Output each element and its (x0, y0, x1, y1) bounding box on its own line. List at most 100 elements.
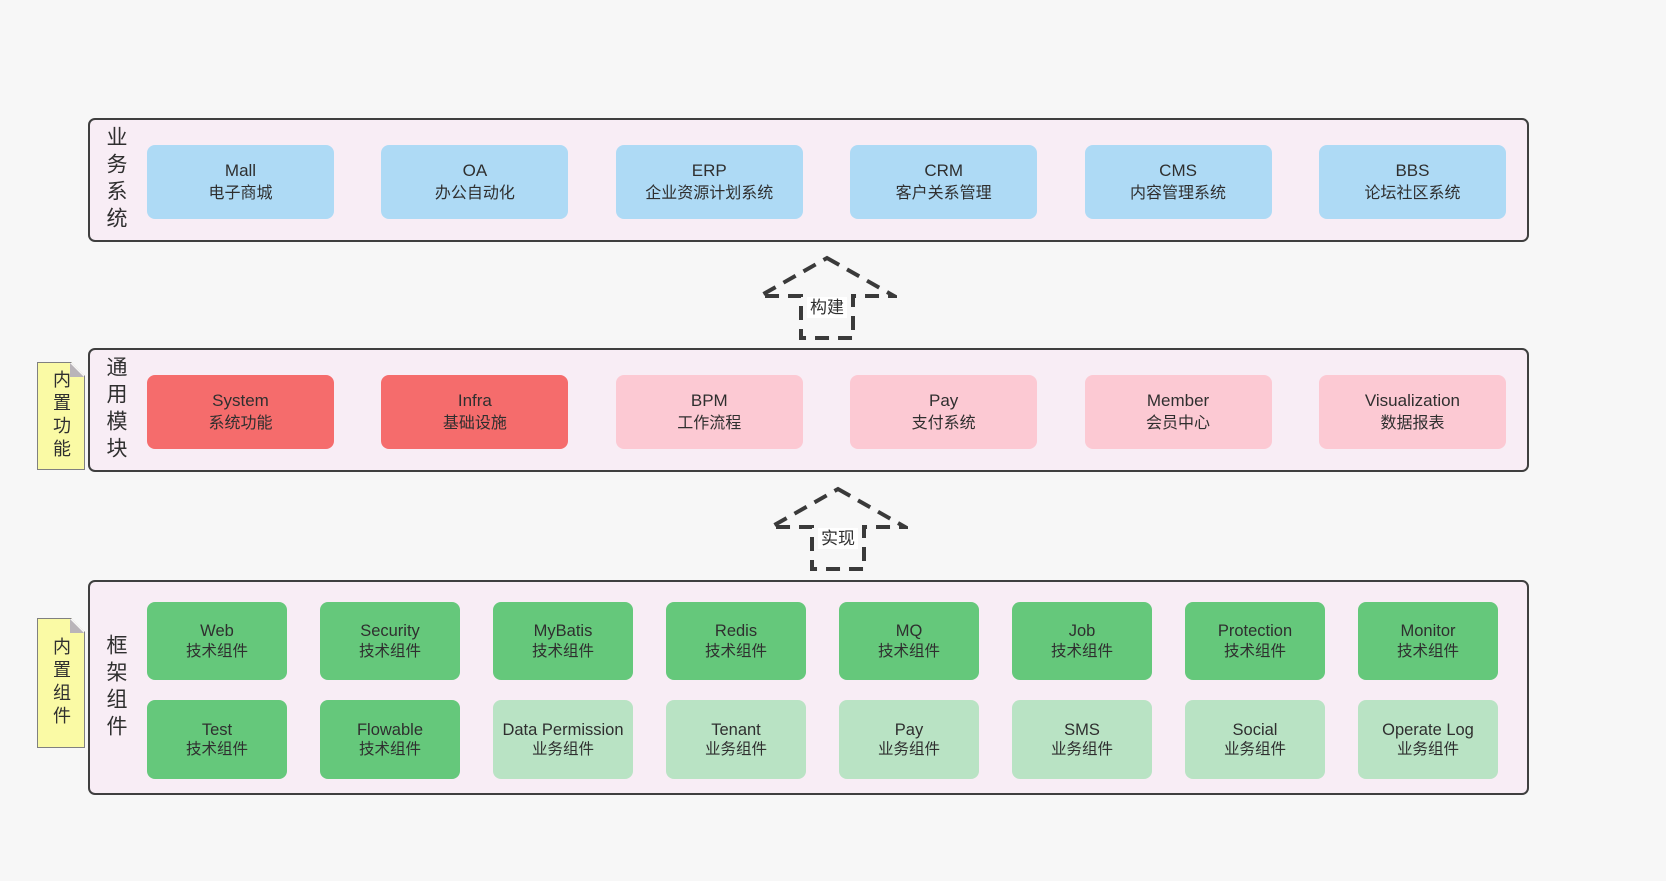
box-monitor: Monitor 技术组件 (1358, 602, 1498, 680)
box-desc: 论坛社区系统 (1364, 184, 1461, 202)
folded-corner-icon (70, 619, 84, 633)
box-system: System 系统功能 (147, 375, 334, 449)
box-desc: 企业资源计划系统 (645, 184, 774, 202)
box-redis: Redis 技术组件 (666, 602, 806, 680)
implement-arrow: 实现 (768, 486, 908, 572)
box-desc: 业务组件 (1396, 741, 1459, 759)
box-name: System (212, 391, 269, 411)
box-protection: Protection 技术组件 (1185, 602, 1325, 680)
box-mq: MQ 技术组件 (839, 602, 979, 680)
box-security: Security 技术组件 (320, 602, 460, 680)
box-web: Web 技术组件 (147, 602, 287, 680)
box-desc: 技术组件 (1050, 642, 1113, 660)
framework-components-row-1: Web 技术组件 Security 技术组件 MyBatis 技术组件 Redi… (147, 602, 1498, 680)
box-name: Pay (929, 391, 959, 411)
common-modules-row: System 系统功能 Infra 基础设施 BPM 工作流程 Pay 支付系统… (147, 375, 1506, 449)
build-arrow-label: 构建 (757, 293, 897, 318)
box-pay-component: Pay 业务组件 (839, 700, 979, 779)
box-name: ERP (691, 161, 727, 181)
box-name: OA (462, 161, 488, 181)
box-tenant: Tenant 业务组件 (666, 700, 806, 779)
box-name: Test (201, 720, 233, 739)
box-name: SMS (1064, 720, 1100, 739)
box-mybatis: MyBatis 技术组件 (493, 602, 633, 680)
box-data-permission: Data Permission 业务组件 (493, 700, 633, 779)
box-member: Member 会员中心 (1084, 375, 1272, 449)
box-desc: 业务组件 (877, 741, 940, 759)
box-desc: 客户关系管理 (895, 184, 992, 202)
box-desc: 业务组件 (1223, 741, 1286, 759)
box-name: CRM (924, 161, 964, 181)
box-visualization: Visualization 数据报表 (1318, 375, 1506, 449)
panel-framework-components: 框架组件 Web 技术组件 Security 技术组件 MyBatis 技术组件… (88, 580, 1529, 795)
box-desc: 技术组件 (185, 741, 248, 759)
box-desc: 电子商城 (208, 184, 273, 202)
box-bpm: BPM 工作流程 (615, 375, 803, 449)
box-desc: 支付系统 (911, 414, 976, 432)
sticky-note-built-in-features: 内置功能 (37, 362, 85, 470)
box-name: Tenant (711, 720, 761, 739)
panel-business-systems-label: 业务系统 (104, 126, 127, 234)
panel-framework-components-label: 框架组件 (104, 633, 127, 742)
box-desc: 业务组件 (704, 741, 767, 759)
box-name: Security (360, 622, 420, 640)
box-name: CMS (1159, 161, 1197, 181)
box-desc: 技术组件 (877, 642, 940, 660)
box-desc: 业务组件 (1050, 741, 1113, 759)
build-arrow: 构建 (757, 255, 897, 341)
box-desc: 工作流程 (677, 414, 742, 432)
box-name: Member (1146, 391, 1210, 411)
box-desc: 基础设施 (442, 414, 507, 432)
box-bbs: BBS 论坛社区系统 (1318, 145, 1506, 219)
box-operate-log: Operate Log 业务组件 (1358, 700, 1498, 779)
box-name: Mall (224, 161, 257, 181)
folded-corner-icon (70, 363, 84, 377)
box-desc: 数据报表 (1380, 414, 1445, 432)
box-name: Visualization (1364, 391, 1461, 411)
box-test: Test 技术组件 (147, 700, 287, 779)
box-erp: ERP 企业资源计划系统 (615, 145, 803, 219)
box-name: Social (1232, 720, 1278, 739)
box-name: Data Permission (502, 720, 624, 739)
box-name: BBS (1395, 161, 1430, 181)
box-name: Flowable (356, 720, 424, 739)
box-name: Pay (894, 720, 924, 739)
box-desc: 系统功能 (208, 414, 273, 432)
box-desc: 技术组件 (1396, 642, 1459, 660)
sticky-note-text: 内置组件 (51, 637, 71, 729)
box-desc: 会员中心 (1146, 414, 1211, 432)
box-desc: 技术组件 (704, 642, 767, 660)
box-flowable: Flowable 技术组件 (320, 700, 460, 779)
box-name: Operate Log (1382, 720, 1474, 739)
panel-business-systems: 业务系统 Mall 电子商城 OA 办公自动化 ERP 企业资源计划系统 CRM… (88, 118, 1529, 242)
box-pay-module: Pay 支付系统 (850, 375, 1038, 449)
box-crm: CRM 客户关系管理 (850, 145, 1038, 219)
box-desc: 技术组件 (358, 642, 421, 660)
box-desc: 业务组件 (531, 741, 594, 759)
dashed-up-arrow-icon (757, 255, 897, 340)
sticky-note-text: 内置功能 (51, 370, 71, 462)
box-name: MQ (895, 622, 923, 640)
box-name: Monitor (1400, 622, 1456, 640)
box-job: Job 技术组件 (1012, 602, 1152, 680)
panel-common-modules: 通用模块 System 系统功能 Infra 基础设施 BPM 工作流程 Pay… (88, 348, 1529, 472)
box-infra: Infra 基础设施 (381, 375, 569, 449)
box-desc: 内容管理系统 (1130, 184, 1227, 202)
dashed-up-arrow-icon (768, 486, 908, 571)
box-name: Job (1068, 622, 1096, 640)
box-social: Social 业务组件 (1185, 700, 1325, 779)
box-name: MyBatis (533, 622, 593, 640)
box-mall: Mall 电子商城 (147, 145, 334, 219)
sticky-note-built-in-components: 内置组件 (37, 618, 85, 748)
business-systems-row: Mall 电子商城 OA 办公自动化 ERP 企业资源计划系统 CRM 客户关系… (147, 145, 1506, 219)
framework-components-row-2: Test 技术组件 Flowable 技术组件 Data Permission … (147, 700, 1498, 779)
box-name: BPM (690, 391, 728, 411)
box-name: Web (200, 622, 234, 640)
box-desc: 办公自动化 (434, 184, 515, 202)
box-desc: 技术组件 (185, 642, 248, 660)
panel-common-modules-label: 通用模块 (104, 356, 127, 464)
box-desc: 技术组件 (358, 741, 421, 759)
box-name: Protection (1217, 622, 1293, 640)
box-cms: CMS 内容管理系统 (1084, 145, 1272, 219)
